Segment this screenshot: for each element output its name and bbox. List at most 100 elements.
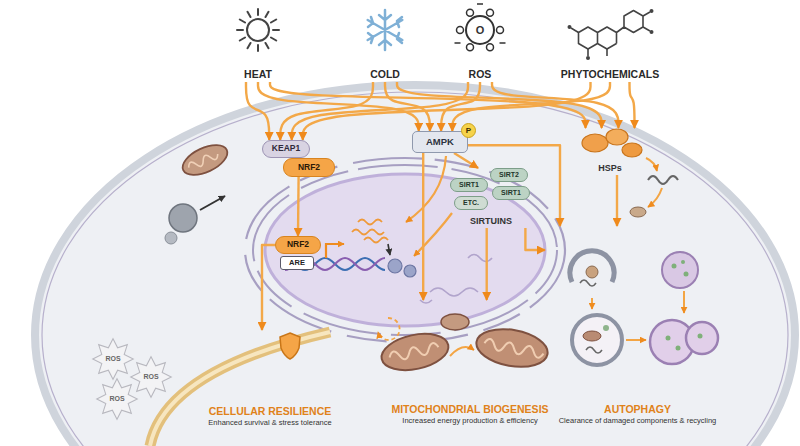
sirtuin-protein: ETC.	[454, 196, 488, 210]
connector-arrow	[441, 82, 480, 131]
node-title: ROS	[143, 373, 158, 381]
outcome-panel: MITOCHONDRIAL BIOGENESISIncreased energy…	[365, 300, 575, 428]
node-title: NRF2	[298, 163, 320, 173]
plasma-membrane	[150, 332, 330, 446]
snowflake-icon	[368, 10, 403, 50]
ros-burst: ROS	[96, 348, 130, 370]
signal-arrow	[406, 156, 446, 222]
stressor-icon: PHYTOCHEMICALS	[545, 2, 675, 82]
sirtuin-protein: SIRT2	[490, 168, 528, 182]
node-title: ROS	[105, 355, 120, 363]
protein-box: KEAP1	[262, 140, 310, 158]
connector-arrow	[422, 153, 424, 300]
electron-dot	[467, 44, 474, 51]
node-subtitle: Enhanced survival & stress tolerance	[208, 419, 331, 428]
endoplasmic-reticulum	[253, 165, 557, 335]
hydroxyl-dot	[568, 25, 572, 29]
nucleosome	[388, 259, 402, 273]
node-title: ETC.	[463, 199, 479, 207]
connector-arrow	[525, 228, 545, 250]
mrna	[352, 220, 388, 243]
response-element: ARE	[280, 256, 314, 270]
node-title: SIRT2	[499, 171, 519, 179]
node-title: CELLULAR RESILIENCE	[209, 405, 332, 417]
cycle-arrow	[378, 318, 400, 340]
node-title: ROS	[109, 395, 124, 403]
sun-rays	[237, 9, 279, 51]
hydroxyl-dot	[586, 56, 590, 60]
cristae	[389, 342, 440, 362]
stressor-icon: ROS	[440, 2, 520, 82]
electron-dot	[497, 27, 504, 34]
kinase-box: AMPK	[412, 131, 468, 153]
endoplasmic-reticulum	[245, 158, 565, 342]
refolded-protein	[630, 207, 646, 217]
chaperone-group: HSPs	[575, 128, 645, 175]
cargo	[603, 325, 609, 331]
binding-arrow	[388, 244, 390, 255]
label-anchor: O	[476, 24, 485, 37]
node-subtitle: Increased energy production & efficiency	[402, 417, 537, 426]
phagophore	[570, 251, 614, 282]
plasma-membrane	[150, 332, 330, 446]
chromatin	[420, 255, 492, 304]
cargo	[586, 347, 602, 353]
node-title: COLD	[370, 68, 400, 80]
enzyme-dot	[698, 334, 703, 339]
chaperone-protein	[606, 129, 628, 145]
sirtuin-cluster: SIRT2SIRT1SIRT1ETC.SIRTUINS	[448, 168, 534, 228]
hydroxyl-bonds	[571, 12, 650, 56]
connector-arrow	[452, 82, 610, 131]
enzyme-dot	[684, 272, 689, 277]
ros-burst-shape	[97, 379, 138, 420]
nucleosome	[404, 265, 416, 277]
mitochondrion-body	[378, 328, 452, 375]
mitochondrion	[473, 324, 550, 372]
node-title: PHYTOCHEMICALS	[561, 68, 659, 80]
connector-arrow	[630, 82, 635, 128]
connector-arrow	[262, 245, 275, 330]
autolysosome	[686, 322, 718, 354]
folding-arrow	[646, 158, 657, 171]
transcription-factor: NRF2	[283, 158, 335, 177]
electron-dot	[467, 9, 474, 16]
enzyme-dot	[676, 346, 681, 351]
cell-membrane-line	[42, 92, 788, 446]
connector-arrow	[486, 228, 488, 300]
atom-symbol: O	[476, 24, 485, 37]
mitochondrion-body	[178, 139, 232, 181]
node-title: AMPK	[426, 137, 454, 148]
electron-dot	[487, 9, 494, 16]
fission-arrow	[450, 347, 474, 356]
node-title: P	[466, 126, 471, 135]
sun-icon	[247, 19, 269, 41]
mitochondrion	[178, 139, 232, 181]
ros-burst-shape	[131, 357, 172, 398]
enzyme-dot	[681, 260, 685, 264]
node-title: KEAP1	[272, 144, 300, 154]
connector-arrow	[246, 82, 269, 140]
enzyme-dot	[672, 264, 677, 269]
phospho-tag: P	[461, 123, 476, 138]
process-arrow	[626, 339, 646, 341]
hydroxyl-dot	[650, 9, 654, 13]
autophagosome	[572, 315, 622, 365]
cargo	[586, 266, 598, 278]
node-title: ARE	[289, 259, 305, 268]
stressor-icon: HEAT	[218, 2, 298, 82]
transcription-factor: NRF2	[275, 236, 321, 254]
transcription-arrow	[326, 244, 344, 258]
ros-molecule-icon	[466, 16, 494, 44]
enzyme-dot	[666, 336, 671, 341]
chaperone-protein	[582, 134, 608, 152]
stressor-icon: COLD	[345, 2, 425, 82]
cell-body	[35, 85, 795, 446]
electron-dot	[487, 44, 494, 51]
nucleus	[265, 174, 545, 326]
chaperone-protein	[622, 143, 642, 157]
connector-arrow	[454, 153, 478, 168]
folding-arrow	[648, 188, 662, 207]
